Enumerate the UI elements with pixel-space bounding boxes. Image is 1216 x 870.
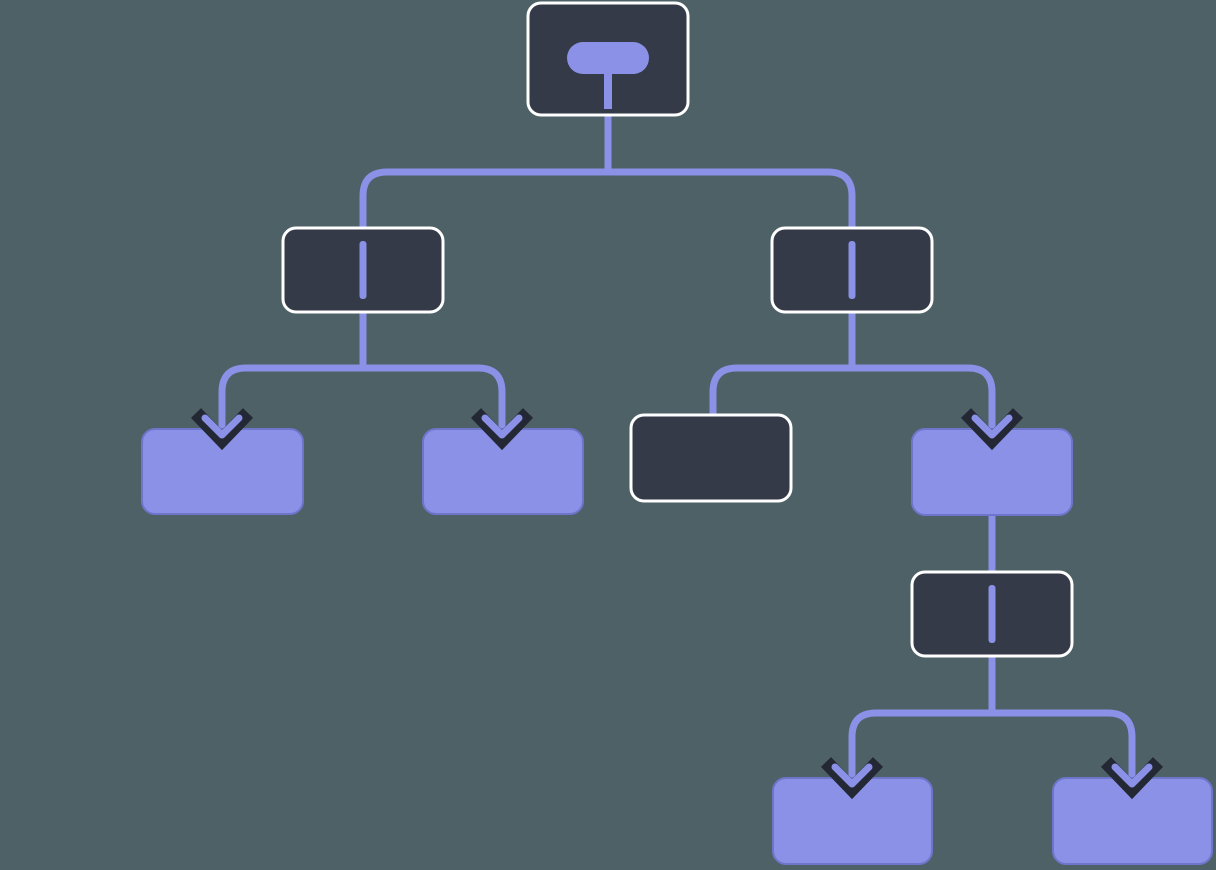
- node-leaf-3-body: [911, 428, 1073, 516]
- pill-icon: [567, 42, 649, 74]
- vertical-dash-icon: [988, 585, 996, 643]
- node-leaf-5: [1052, 777, 1213, 865]
- arrowhead-icon: [190, 408, 254, 451]
- node-leaf-3: [911, 428, 1073, 516]
- chevron-purple-icon: [201, 414, 243, 439]
- edge-bus-left-split: [218, 364, 506, 433]
- chevron-purple-icon: [481, 414, 523, 439]
- vertical-dash-icon: [848, 241, 856, 299]
- node-leaf-4-body: [772, 777, 933, 865]
- node-leaf-5-body: [1052, 777, 1213, 865]
- node-branch-lower: [910, 570, 1074, 658]
- arrowhead-icon: [1100, 757, 1164, 800]
- node-leaf-4: [772, 777, 933, 865]
- node-branch-left: [281, 226, 445, 314]
- node-branch-right: [770, 226, 934, 314]
- arrowhead-icon: [820, 757, 884, 800]
- vertical-dash-icon: [359, 241, 367, 299]
- arrowhead-icon: [470, 408, 534, 451]
- node-root: [526, 1, 690, 117]
- edge-bus-bottom-split: [848, 709, 1136, 782]
- node-leaf-1: [141, 428, 304, 515]
- node-plain-dark: [629, 413, 793, 503]
- edge-bus-right-split: [709, 364, 996, 433]
- node-leaf-1-body: [141, 428, 304, 515]
- chevron-purple-icon: [971, 414, 1013, 439]
- chevron-purple-icon: [1111, 763, 1153, 788]
- chevron-purple-icon: [831, 763, 873, 788]
- edge-bus-level2: [359, 168, 856, 228]
- arrowhead-icon: [960, 408, 1024, 451]
- node-plain-dark-body: [629, 413, 793, 503]
- pill-stem-icon: [604, 70, 612, 109]
